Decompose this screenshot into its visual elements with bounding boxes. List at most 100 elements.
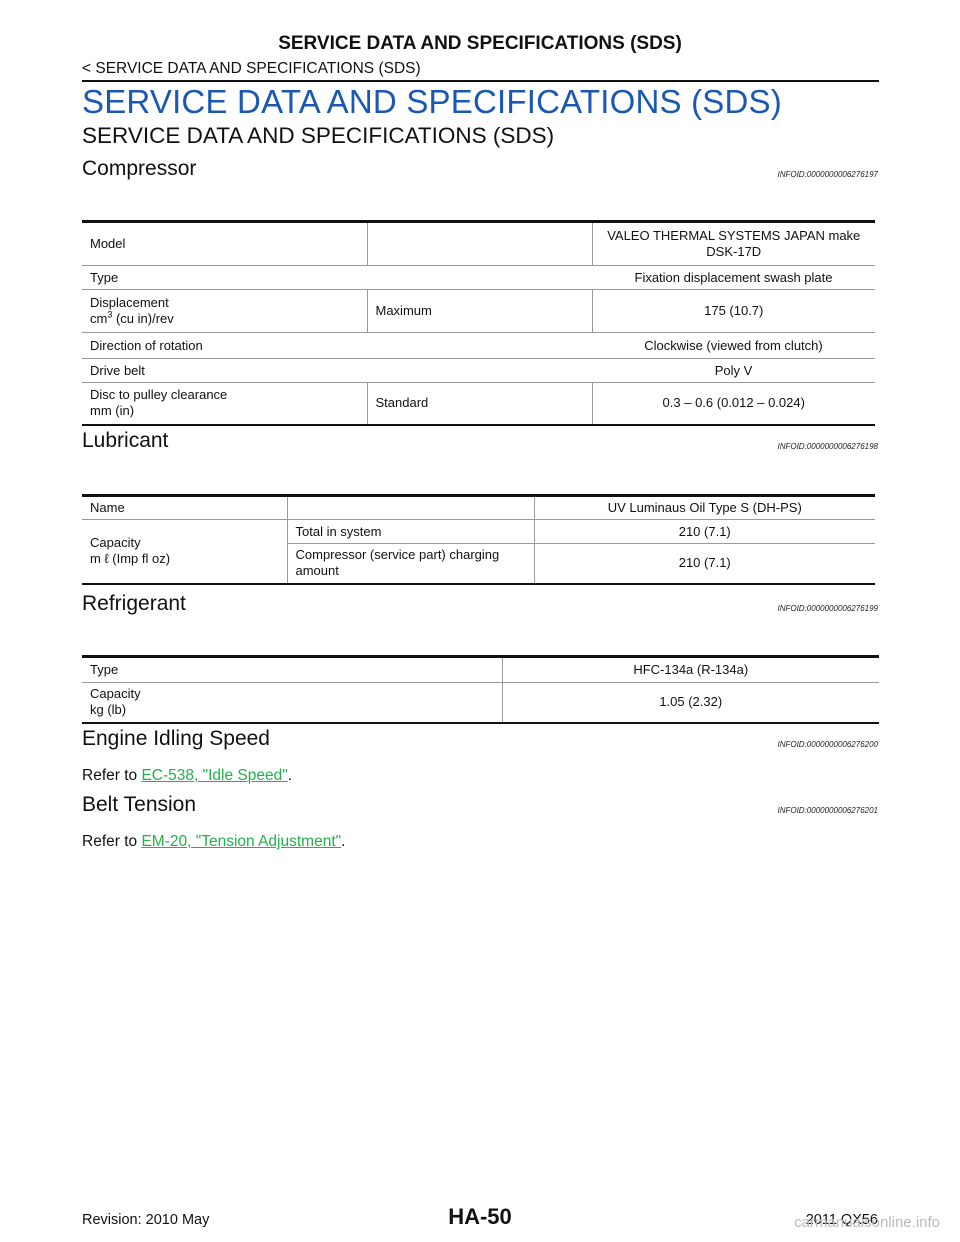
section-title-compressor: Compressor — [82, 157, 197, 180]
capacity-label-line-2: m ℓ (Imp fl oz) — [90, 551, 171, 567]
table-row: Type HFC-134a (R-134a) — [82, 656, 879, 683]
table-cell: Clockwise (viewed from clutch) — [592, 332, 875, 359]
table-cell: 0.3 – 0.6 (0.012 – 0.024) — [592, 383, 875, 425]
table-cell: Fixation displacement swash plate — [592, 265, 875, 290]
header-divider — [82, 80, 879, 82]
displacement-unit: cm3 (cu in)/rev — [90, 309, 359, 327]
table-cell: VALEO THERMAL SYSTEMS JAPAN make DSK-17D — [592, 221, 875, 266]
capacity-label-line-1: Capacity — [90, 686, 141, 702]
table-cell: Name — [82, 495, 288, 520]
capacity-label-line-2: kg (lb) — [90, 702, 127, 718]
name-value: UV Luminaus Oil Type S (DH-PS) — [607, 500, 802, 515]
table-cell: Direction of rotation — [82, 332, 592, 359]
displacement-label: Displacement — [90, 295, 169, 310]
running-header-title: SERVICE DATA AND SPECIFICATIONS (SDS) — [278, 33, 682, 54]
table-cell: Compressor (service part) charging amoun… — [287, 543, 535, 584]
idle-speed-link[interactable]: EC-538, "Idle Speed" — [141, 767, 288, 784]
refer-text: Refer to — [82, 833, 142, 850]
table-cell: Model — [82, 221, 368, 266]
idle-speed-reference: Refer to EC-538, "Idle Speed". — [82, 767, 292, 785]
unit-prefix: cm — [90, 311, 108, 326]
table-row: Direction of rotation Clockwise (viewed … — [82, 332, 875, 359]
total-label: Total in system — [295, 523, 382, 539]
model-value-line-1: VALEO THERMAL SYSTEMS JAPAN make — [607, 228, 861, 243]
table-cell: 175 (10.7) — [592, 289, 875, 333]
section-title-belt-tension: Belt Tension — [82, 793, 197, 816]
rotation-value: Clockwise (viewed from clutch) — [644, 337, 823, 353]
infoid-belt-tension: INFOID:0000000006276201 — [777, 806, 878, 815]
drive-belt-value: Poly V — [714, 362, 753, 378]
name-label: Name — [90, 500, 125, 515]
table-row: Capacity m ℓ (Imp fl oz) Total in system… — [82, 519, 875, 584]
table-cell: Drive belt — [82, 358, 592, 383]
infoid-refrigerant: INFOID:0000000006276199 — [777, 604, 878, 613]
type-value: HFC-134a (R-134a) — [633, 662, 749, 677]
clearance-label-line-1: Disc to pulley clearance — [90, 387, 228, 403]
type-label: Type — [90, 269, 119, 285]
watermark: carmanualsonline.info — [794, 1214, 940, 1231]
table-cell: Total in system — [287, 519, 535, 544]
charging-label-line-1: Compressor (service part) charging — [295, 547, 500, 563]
table-row: Name UV Luminaus Oil Type S (DH-PS) — [82, 495, 875, 520]
table-cell: Type — [82, 265, 592, 290]
capacity-label-line-1: Capacity — [90, 535, 141, 551]
section-title-refrigerant: Refrigerant — [82, 592, 186, 615]
table-cell: 1.05 (2.32) — [502, 683, 879, 723]
section-title-lubricant: Lubricant — [82, 429, 169, 452]
displacement-condition: Maximum — [375, 303, 432, 318]
refrigerant-table: Type HFC-134a (R-134a) Capacity kg (lb) … — [82, 655, 879, 724]
page-subtitle: SERVICE DATA AND SPECIFICATIONS (SDS) — [82, 123, 555, 148]
table-cell: HFC-134a (R-134a) — [502, 656, 879, 683]
revision-date: Revision: 2010 May — [82, 1212, 210, 1228]
breadcrumb[interactable]: < SERVICE DATA AND SPECIFICATIONS (SDS) — [82, 60, 421, 77]
table-cell — [367, 221, 593, 266]
drive-belt-label: Drive belt — [90, 362, 145, 378]
period: . — [341, 833, 346, 850]
table-cell — [287, 495, 535, 520]
table-row: Compressor (service part) charging amoun… — [82, 543, 875, 584]
unit-superscript: 3 — [107, 309, 113, 320]
clearance-label-line-2: mm (in) — [90, 403, 135, 419]
tension-adjustment-link[interactable]: EM-20, "Tension Adjustment" — [141, 833, 342, 850]
capacity-value: 1.05 (2.32) — [659, 694, 723, 710]
vehicle-model: 2011 QX56 — [805, 1212, 878, 1228]
clearance-condition: Standard — [375, 395, 429, 411]
clearance-value: 0.3 – 0.6 (0.012 – 0.024) — [662, 395, 805, 411]
displacement-value: 175 (10.7) — [704, 303, 764, 318]
model-value-line-2: DSK-17D — [706, 244, 762, 259]
table-cell: 210 (7.1) — [534, 544, 875, 584]
table-cell: Capacity m ℓ (Imp fl oz) — [82, 519, 288, 584]
lubricant-table: Name UV Luminaus Oil Type S (DH-PS) Capa… — [82, 494, 875, 585]
type-value: Fixation displacement swash plate — [634, 269, 833, 285]
table-row: Displacement cm3 (cu in)/rev Maximum 175… — [82, 289, 875, 333]
table-row: Type Fixation displacement swash plate — [82, 265, 875, 290]
page-title: SERVICE DATA AND SPECIFICATIONS (SDS) — [82, 83, 782, 120]
table-cell: Maximum — [367, 289, 593, 333]
page-number: HA-50 — [448, 1204, 512, 1229]
section-title-idle-speed: Engine Idling Speed — [82, 727, 270, 750]
charging-label-line-2: amount — [295, 563, 339, 579]
table-row: Capacity kg (lb) 1.05 (2.32) — [82, 682, 879, 723]
table-cell: Disc to pulley clearance mm (in) — [82, 382, 368, 425]
infoid-idle-speed: INFOID:0000000006276200 — [777, 740, 878, 749]
period: . — [287, 767, 293, 784]
refer-text: Refer to — [82, 767, 142, 784]
table-row: Disc to pulley clearance mm (in) Standar… — [82, 382, 875, 425]
total-value: 210 (7.1) — [678, 523, 731, 539]
model-label: Model — [90, 236, 126, 251]
unit-suffix: (cu in)/rev — [112, 311, 174, 326]
table-cell: Displacement cm3 (cu in)/rev — [82, 289, 368, 333]
infoid-compressor: INFOID:0000000006276197 — [777, 170, 878, 179]
infoid-lubricant: INFOID:0000000006276198 — [777, 442, 878, 451]
charging-value: 210 (7.1) — [678, 555, 731, 571]
rotation-label: Direction of rotation — [90, 337, 203, 353]
belt-tension-reference: Refer to EM-20, "Tension Adjustment". — [82, 833, 345, 851]
table-cell: Type — [82, 656, 503, 683]
table-cell: Capacity kg (lb) — [82, 682, 503, 723]
table-row: Model VALEO THERMAL SYSTEMS JAPAN make D… — [82, 221, 875, 266]
table-cell: Standard — [367, 382, 593, 425]
table-cell: Poly V — [592, 358, 875, 383]
table-row: Drive belt Poly V — [82, 358, 875, 383]
compressor-table: Model VALEO THERMAL SYSTEMS JAPAN make D… — [82, 220, 875, 426]
table-cell: UV Luminaus Oil Type S (DH-PS) — [534, 495, 875, 520]
